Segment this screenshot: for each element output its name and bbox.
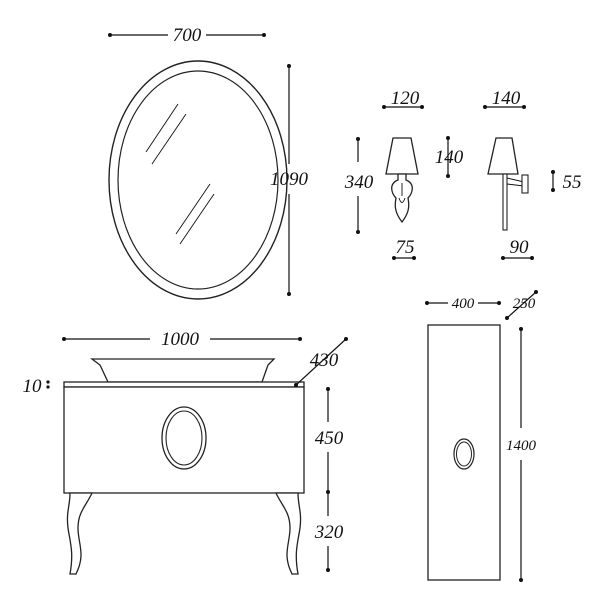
- vanity-width-dimension: 1000: [62, 329, 302, 350]
- sconce-b-width-label: 140: [492, 88, 521, 109]
- vanity-cabinet-height-dimension: 450: [315, 387, 344, 494]
- sconce-a-depth-dimension: 140: [435, 136, 464, 178]
- vessel-basin: [90, 358, 276, 383]
- mirror-glare-lines: [145, 103, 215, 245]
- oval-mirror: [108, 60, 288, 300]
- sconce-a-width-dimension: 120: [382, 88, 424, 109]
- sconce-b-width-dimension: 140: [483, 88, 526, 109]
- sconce-a-width-label: 120: [391, 88, 420, 109]
- vanity-cabinet: [63, 358, 305, 575]
- sconce-a-depth-label: 140: [435, 147, 464, 168]
- mirror-width-dimension: 700: [108, 25, 266, 46]
- mirror-height-label: 1090: [270, 169, 309, 190]
- vanity-width-label: 1000: [161, 329, 200, 350]
- mirror-height-dimension: 1090: [270, 64, 309, 296]
- column-depth-label: 250: [513, 296, 536, 312]
- sconce-b-base-dimension: 90: [501, 237, 534, 260]
- sconce-a-base-dimension: 75: [392, 237, 416, 260]
- sconce-b-projection-label: 55: [563, 172, 582, 193]
- vanity-cabinet-height-label: 450: [315, 428, 344, 449]
- vanity-top: [63, 381, 305, 388]
- right-leg: [274, 492, 302, 575]
- left-leg: [66, 492, 94, 575]
- tall-column-cabinet: [427, 324, 501, 581]
- sconce-b-projection-dimension: 55: [551, 170, 582, 193]
- column-width-label: 400: [452, 296, 475, 312]
- sconce-a-base-label: 75: [396, 237, 415, 258]
- sconce-b-base-label: 90: [510, 237, 530, 258]
- vanity-basin-label: 430: [310, 350, 339, 371]
- wall-sconce-side: [487, 137, 529, 231]
- column-height-dimension: 1400: [506, 327, 537, 582]
- sconce-a-height-dimension: 340: [344, 137, 374, 234]
- vanity-leg-height-label: 320: [314, 522, 344, 543]
- vanity-top-label: 10: [23, 376, 43, 397]
- mirror-width-label: 700: [173, 25, 202, 46]
- vanity-basin-dimension: 430: [294, 337, 348, 387]
- column-width-dimension: 400: [425, 296, 501, 312]
- column-depth-dimension: 250: [505, 290, 538, 320]
- wall-sconce-front: [385, 137, 419, 224]
- vanity-leg-height-dimension: 320: [314, 494, 344, 572]
- sconce-a-height-label: 340: [344, 172, 374, 193]
- column-height-label: 1400: [506, 438, 537, 454]
- vanity-top-dimension: 10: [23, 376, 50, 397]
